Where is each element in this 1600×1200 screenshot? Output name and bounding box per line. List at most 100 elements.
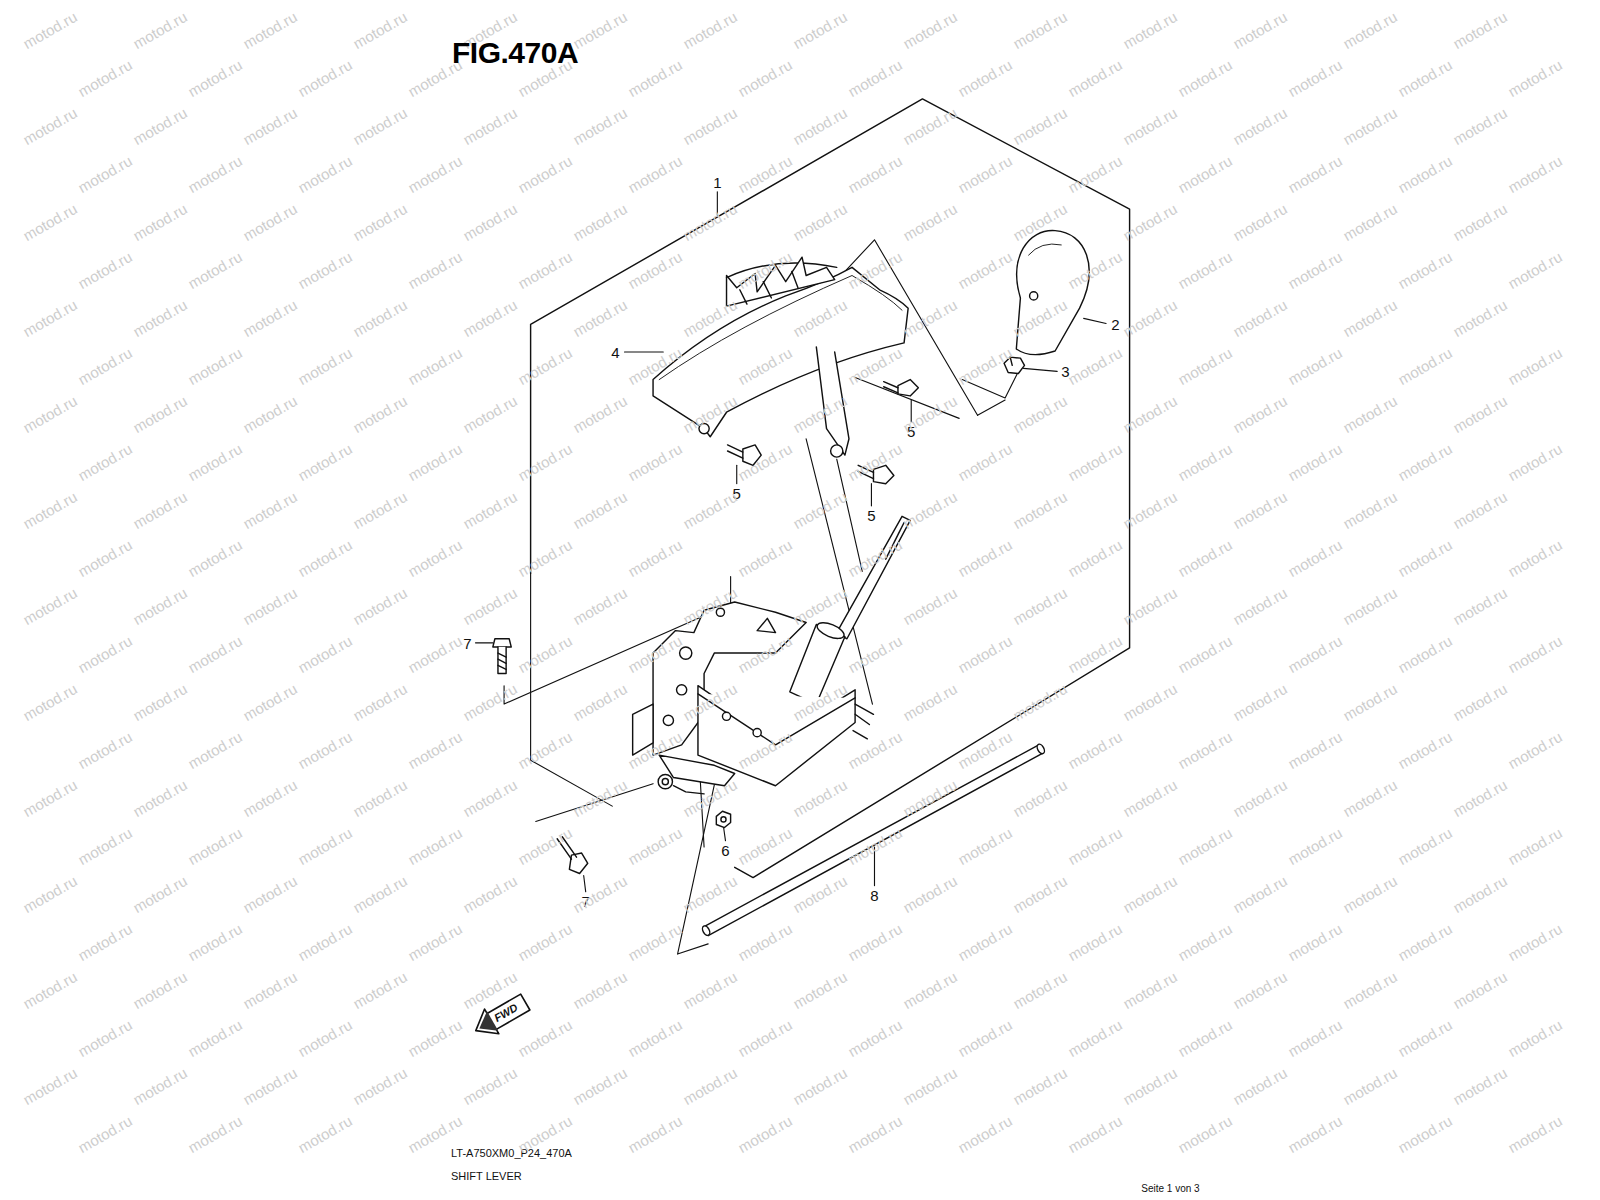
watermark: motod.ru	[626, 825, 685, 868]
watermark: motod.ru	[1231, 105, 1290, 148]
watermark: motod.ru	[1176, 729, 1235, 772]
watermark: motod.ru	[461, 393, 520, 436]
watermark: motod.ru	[1011, 105, 1070, 148]
watermark: motod.ru	[626, 729, 685, 772]
watermark: motod.ru	[1396, 1113, 1455, 1156]
watermark: motod.ru	[681, 201, 740, 244]
lever-bracket	[663, 715, 673, 725]
watermark: motod.ru	[516, 345, 575, 388]
watermark: motod.ru	[241, 969, 300, 1012]
watermark: motod.ru	[21, 969, 80, 1012]
watermark: motod.ru	[1341, 585, 1400, 628]
watermark: motod.ru	[1176, 441, 1235, 484]
watermark: motod.ru	[76, 153, 135, 196]
watermark: motod.ru	[21, 201, 80, 244]
watermark: motod.ru	[516, 153, 575, 196]
watermark: motod.ru	[1121, 105, 1180, 148]
watermark: motod.ru	[791, 969, 850, 1012]
watermark: motod.ru	[1011, 1065, 1070, 1108]
watermark: motod.ru	[461, 777, 520, 820]
watermark: motod.ru	[846, 57, 905, 100]
watermark: motod.ru	[681, 873, 740, 916]
caption: SHIFT LEVER	[451, 1170, 522, 1181]
watermark: motod.ru	[1231, 777, 1290, 820]
figure-title: FIG.470A	[452, 38, 578, 68]
watermark: motod.ru	[186, 57, 245, 100]
watermark: motod.ru	[186, 633, 245, 676]
watermark: motod.ru	[1066, 249, 1125, 292]
watermark: motod.ru	[1506, 441, 1565, 484]
watermark: motod.ru	[1451, 969, 1510, 1012]
bolt	[898, 380, 918, 396]
lever-bracket	[753, 729, 761, 737]
watermark: motod.ru	[1121, 969, 1180, 1012]
watermark: motod.ru	[956, 921, 1015, 964]
watermark: motod.ru	[1341, 681, 1400, 724]
watermark: motod.ru	[1286, 729, 1345, 772]
watermark: motod.ru	[406, 729, 465, 772]
watermark: motod.ru	[736, 249, 795, 292]
watermark: motod.ru	[1341, 969, 1400, 1012]
watermark: motod.ru	[516, 537, 575, 580]
watermark: motod.ru	[516, 441, 575, 484]
watermark: motod.ru	[736, 1017, 795, 1060]
watermark: motod.ru	[131, 777, 190, 820]
watermark: motod.ru	[736, 153, 795, 196]
watermark: motod.ru	[1231, 681, 1290, 724]
watermark: motod.ru	[736, 1113, 795, 1156]
watermark: motod.ru	[516, 825, 575, 868]
watermark: motod.ru	[1176, 153, 1235, 196]
watermark: motod.ru	[1506, 249, 1565, 292]
watermark: motod.ru	[681, 1065, 740, 1108]
watermark: motod.ru	[846, 153, 905, 196]
lever-bracket	[673, 786, 704, 794]
watermark: motod.ru	[1341, 297, 1400, 340]
direction-label: FWD	[493, 1002, 520, 1024]
lever-bracket	[680, 647, 692, 659]
watermark: motod.ru	[21, 489, 80, 532]
watermark: motod.ru	[186, 1113, 245, 1156]
watermark: motod.ru	[1011, 969, 1070, 1012]
callout-number: 5	[865, 507, 877, 524]
leader-lines	[1023, 368, 1057, 371]
watermark: motod.ru	[1341, 873, 1400, 916]
watermark: motod.ru	[791, 585, 850, 628]
watermark: motod.ru	[186, 537, 245, 580]
watermark: motod.ru	[1176, 57, 1235, 100]
watermark: motod.ru	[241, 489, 300, 532]
watermark: motod.ru	[736, 57, 795, 100]
watermark: motod.ru	[1341, 105, 1400, 148]
watermark: motod.ru	[406, 153, 465, 196]
watermark: motod.ru	[1066, 345, 1125, 388]
callout-number: 2	[1109, 316, 1121, 333]
watermark: motod.ru	[791, 105, 850, 148]
watermark: motod.ru	[1506, 153, 1565, 196]
watermark: motod.ru	[461, 297, 520, 340]
watermark: motod.ru	[296, 345, 355, 388]
watermark: motod.ru	[736, 441, 795, 484]
watermark: motod.ru	[406, 345, 465, 388]
watermark: motod.ru	[1231, 9, 1290, 52]
watermark: motod.ru	[1231, 873, 1290, 916]
callout-number: 6	[719, 842, 731, 859]
watermark: motod.ru	[901, 873, 960, 916]
watermark: motod.ru	[1506, 729, 1565, 772]
watermark: motod.ru	[736, 537, 795, 580]
watermark: motod.ru	[1396, 153, 1455, 196]
lever-bracket	[757, 618, 775, 632]
shift-rod	[1036, 743, 1046, 755]
watermark: motod.ru	[516, 921, 575, 964]
watermark: motod.ru	[131, 9, 190, 52]
watermark: motod.ru	[1286, 441, 1345, 484]
watermark: motod.ru	[186, 729, 245, 772]
lever-bracket	[855, 704, 873, 724]
watermark: motod.ru	[901, 585, 960, 628]
watermark: motod.ru	[76, 441, 135, 484]
watermark: motod.ru	[571, 585, 630, 628]
bolt	[884, 380, 919, 396]
watermark: motod.ru	[846, 345, 905, 388]
nut	[716, 811, 730, 827]
watermark: motod.ru	[571, 297, 630, 340]
